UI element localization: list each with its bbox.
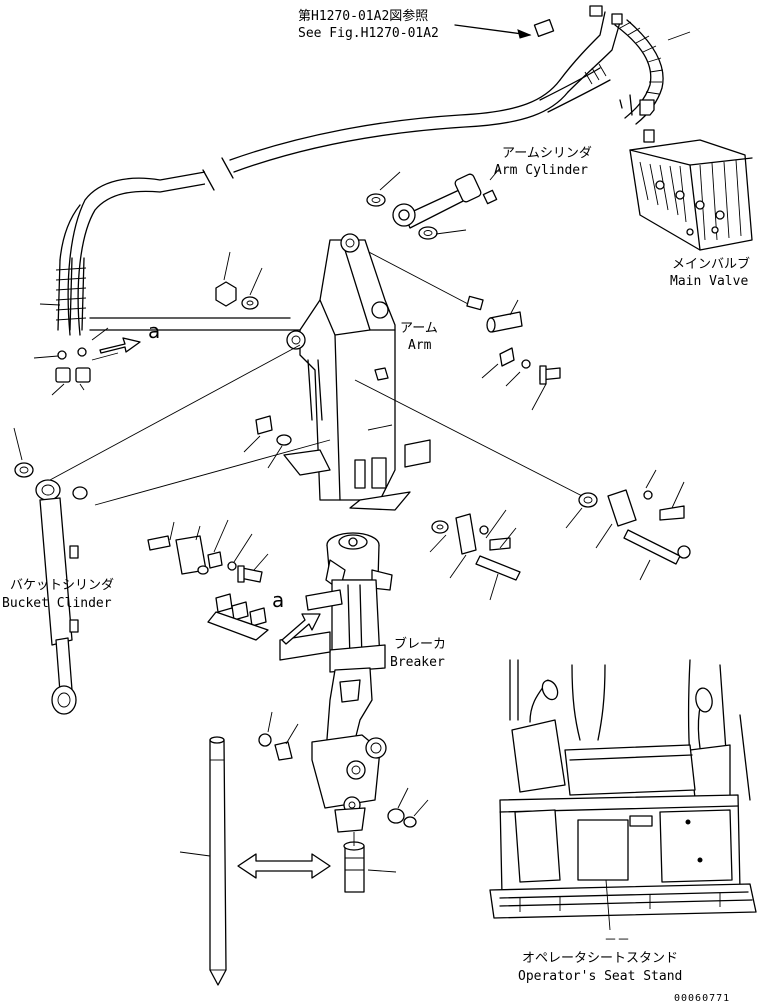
ref-fig-en: See Fig.H1270-01A2 bbox=[298, 26, 439, 41]
pin-centerline-upper bbox=[364, 249, 471, 306]
seat-stand-jp: オペレータシートスタンド bbox=[522, 951, 678, 966]
view-a-label-left: a bbox=[148, 319, 160, 343]
bucket-cylinder-en: Bucket Clinder bbox=[2, 596, 112, 611]
breaker: ブレーカ Breaker bbox=[258, 532, 446, 893]
arm-cylinder-en: Arm Cylinder bbox=[494, 163, 588, 178]
reference-figure-callout: 第H1270-01A2図参照 See Fig.H1270-01A2 bbox=[298, 8, 532, 41]
view-a-arrow-center: a bbox=[207, 588, 321, 645]
pins-and-washers bbox=[147, 251, 691, 601]
arm-en: Arm bbox=[408, 338, 432, 353]
bucket-cylinder: バケットシリンダ Bucket Clinder bbox=[2, 427, 114, 715]
main-valve-en: Main Valve bbox=[670, 274, 748, 289]
arm-jp: アーム bbox=[400, 321, 438, 336]
operator-seat-stand: －－ オペレータシートスタンド Operator's Seat Stand bbox=[489, 659, 757, 984]
ref-fig-jp: 第H1270-01A2図参照 bbox=[298, 8, 428, 24]
breaker-en: Breaker bbox=[390, 655, 445, 670]
breaker-jp: ブレーカ bbox=[394, 636, 446, 652]
breaker-chisel bbox=[179, 736, 331, 986]
bucket-cylinder-jp: バケットシリンダ bbox=[10, 578, 114, 593]
pin-centerlines bbox=[49, 344, 591, 506]
seat-stand-dash: －－ bbox=[604, 933, 630, 948]
arm-cylinder-jp: アームシリンダ bbox=[502, 146, 592, 161]
hose-end-fittings bbox=[33, 303, 109, 396]
arm-cylinder: アームシリンダ Arm Cylinder bbox=[366, 146, 592, 240]
main-valve: メインバルブ Main Valve bbox=[629, 31, 753, 289]
view-a-arrow-left: a bbox=[91, 319, 160, 361]
hydraulic-hose-assembly bbox=[55, 5, 664, 336]
seat-stand-en: Operator's Seat Stand bbox=[518, 969, 682, 984]
arm: アーム Arm bbox=[286, 233, 438, 511]
drawing-number: 00060771 bbox=[674, 993, 730, 1004]
view-a-label-center: a bbox=[272, 588, 284, 612]
main-valve-jp: メインバルブ bbox=[672, 256, 750, 272]
